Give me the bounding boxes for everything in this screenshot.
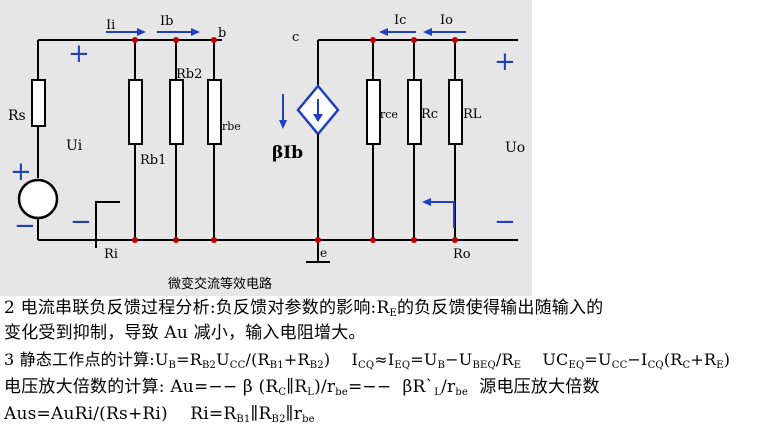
label-c: c: [292, 30, 299, 45]
label-io: Io: [440, 13, 453, 28]
resistor-rc: [407, 79, 422, 145]
resistor-rs: [31, 79, 46, 127]
paragraph-line-2: 变化受到抑制，导致 Au 减小，输入电阻增大。: [4, 323, 366, 343]
label-ib: Ib: [160, 14, 173, 29]
resistor-rl: [448, 79, 463, 145]
label-rbe: rbe: [222, 120, 241, 133]
label-uo: Uo: [505, 140, 525, 156]
label-b: b: [218, 26, 226, 41]
label-rl: RL: [463, 107, 482, 122]
label-ro: Ro: [453, 247, 471, 262]
arrow-ro: [430, 201, 455, 228]
label-ui: Ui: [66, 138, 83, 154]
marker-ri: [95, 201, 120, 248]
label-ii: Ii: [106, 18, 115, 33]
label-e: e: [320, 246, 327, 260]
resistor-rb2: [169, 79, 184, 145]
label-beta-ib: βIb: [272, 143, 303, 163]
formula-line-5: Aus=AuRi/(Rs+Ri) Ri=RB1∥RB2∥rbe: [4, 404, 315, 425]
label-rce: rce: [380, 108, 398, 121]
resistor-rbe: [207, 79, 222, 145]
formula-line-4: 电压放大倍数的计算: Au=−− β (RC∥RL)/rbe=−− βR`L/r…: [4, 377, 600, 398]
resistor-rb1: [128, 79, 143, 145]
formula-line-3: 3 静态工作点的计算:UB=RB2UCC/(RB1+RB2) ICQ≈IEQ=U…: [4, 350, 731, 371]
label-rb2: Rb2: [176, 67, 202, 82]
label-rc: Rc: [421, 107, 438, 122]
label-ri: Ri: [104, 247, 118, 262]
paragraph-line-1: 2 电流串联负反馈过程分析:负反馈对参数的影响:RE的负反馈使得输出随输入的: [4, 298, 604, 319]
diagram-caption: 微变交流等效电路: [168, 276, 272, 292]
resistor-rce: [366, 79, 381, 145]
label-rb1: Rb1: [140, 153, 166, 168]
junction-dots: [132, 37, 458, 243]
circuit-diagram: Ii Ib b c Ic Io Rs Ui Rb1 Rb2 rbe βIb rc…: [0, 0, 532, 296]
circuit-svg: Ii Ib b c Ic Io Rs Ui Rb1 Rb2 rbe βIb rc…: [8, 13, 525, 292]
sign-plus-output: +: [494, 47, 516, 77]
sign-minus-output: −: [494, 207, 516, 237]
label-ic: Ic: [394, 13, 406, 28]
sign-plus-input: +: [68, 39, 90, 69]
sign-minus-source: −: [14, 211, 36, 241]
label-rs: Rs: [8, 108, 26, 124]
sign-minus-input: −: [70, 207, 92, 237]
sign-plus-source: +: [10, 157, 32, 187]
